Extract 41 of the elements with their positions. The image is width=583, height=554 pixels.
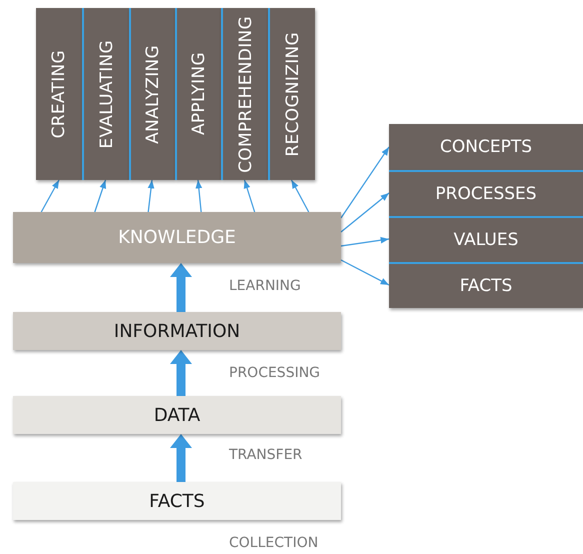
arrow — [340, 146, 390, 218]
row-label: CONCEPTS — [440, 137, 532, 157]
category-column — [268, 8, 315, 180]
level-box — [13, 396, 341, 434]
category-column — [175, 8, 221, 180]
arrow — [94, 180, 106, 212]
thick-arrow — [170, 350, 192, 396]
arrow — [340, 259, 390, 286]
arrow — [244, 180, 256, 212]
column-label: EVALUATING — [96, 40, 116, 148]
category-row — [389, 124, 583, 170]
column-label: COMPREHENDING — [236, 16, 256, 172]
column-label: APPLYING — [189, 52, 209, 136]
column-label: CREATING — [49, 50, 69, 138]
level-box — [13, 482, 341, 520]
row-label: VALUES — [454, 230, 518, 250]
arrow — [148, 180, 154, 212]
category-row — [389, 262, 583, 308]
arrow — [290, 180, 310, 212]
level-label: INFORMATION — [114, 320, 240, 342]
level-label: DATA — [154, 404, 200, 426]
level-box — [13, 312, 341, 350]
row-label: FACTS — [460, 276, 512, 296]
row-label: PROCESSES — [435, 184, 537, 204]
category-row — [389, 216, 583, 262]
column-label: RECOGNIZING — [282, 32, 302, 156]
category-column — [36, 8, 82, 180]
level-label: KNOWLEDGE — [118, 227, 236, 248]
category-column — [221, 8, 268, 180]
thick-arrow — [170, 263, 192, 312]
category-column — [82, 8, 129, 180]
category-row — [389, 170, 583, 216]
thick-arrow — [170, 434, 192, 482]
arrow — [340, 192, 390, 232]
arrow — [40, 180, 60, 212]
level-label: FACTS — [149, 490, 205, 512]
level-box — [13, 212, 341, 263]
arrow — [195, 180, 202, 212]
column-label: ANALYZING — [143, 44, 163, 144]
category-column — [129, 8, 175, 180]
arrow — [340, 236, 390, 247]
